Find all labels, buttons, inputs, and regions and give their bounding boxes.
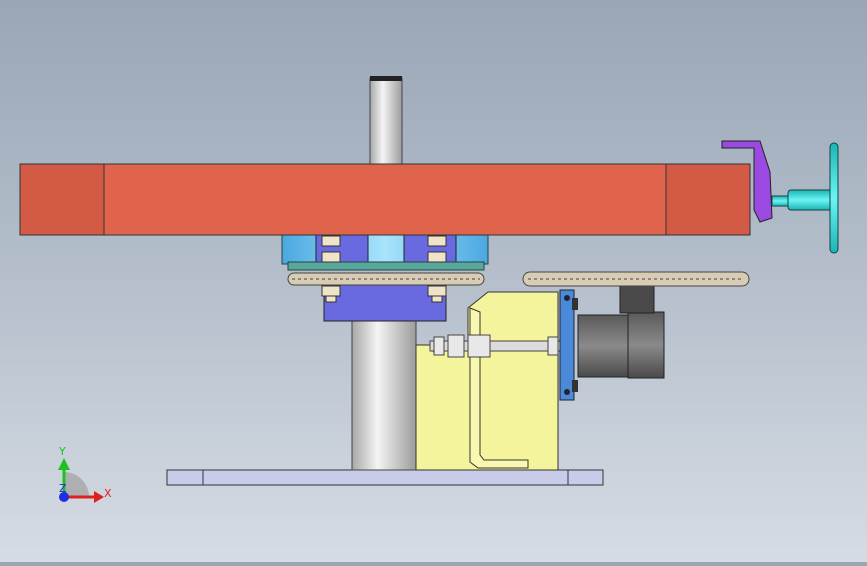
yellow-bracket <box>415 291 559 471</box>
base-plate <box>166 469 604 486</box>
gear-motor <box>577 277 665 379</box>
bearing-block <box>281 233 489 271</box>
threaded-rod <box>429 334 561 358</box>
motor-mount-plate <box>559 289 578 401</box>
coordinate-triad: Y X Z <box>58 445 112 503</box>
lower-flange <box>323 282 447 322</box>
y-axis-label: Y <box>58 445 66 458</box>
toggle-clamp <box>721 140 839 254</box>
post-lower <box>351 317 417 471</box>
main-beam <box>19 163 751 236</box>
flange-bolts <box>321 235 447 303</box>
z-axis-label: Z <box>59 482 67 495</box>
drive-chain-right <box>522 271 750 287</box>
z-axis-dot <box>59 492 69 502</box>
post-top <box>369 76 403 166</box>
x-axis-label: X <box>104 487 112 500</box>
drive-chain-left <box>287 272 485 286</box>
